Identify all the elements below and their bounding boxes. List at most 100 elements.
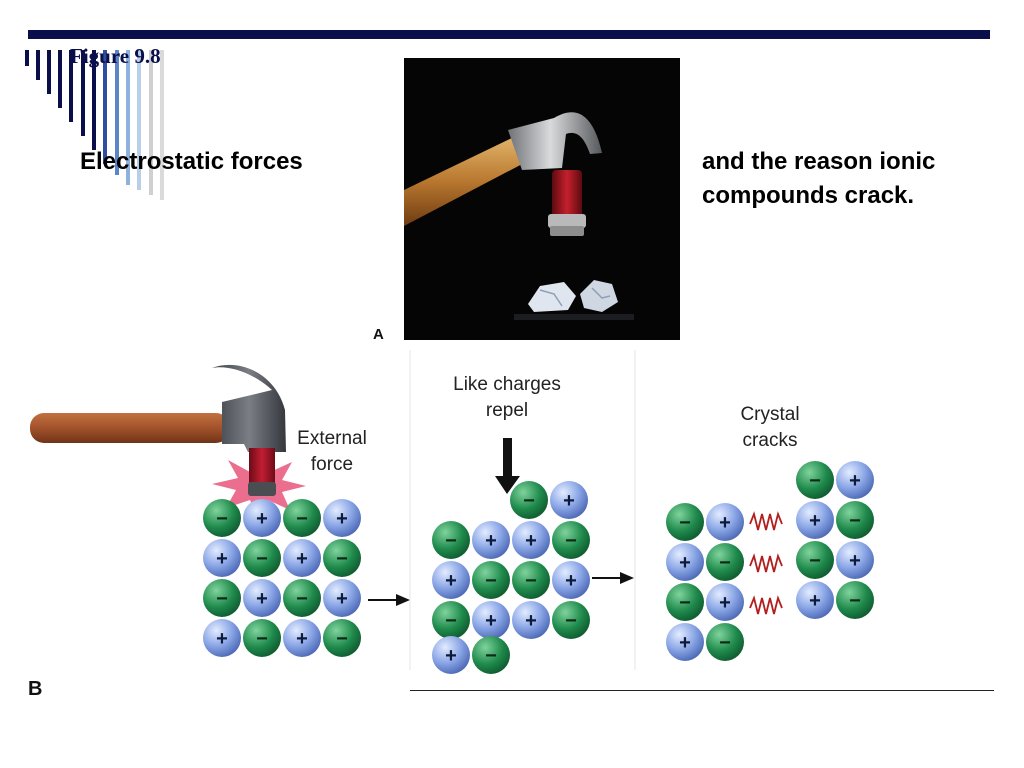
charge-symbol: − <box>565 610 577 632</box>
cation-sphere: + <box>796 501 834 539</box>
charge-symbol: + <box>525 610 537 632</box>
anion-sphere: − <box>796 541 834 579</box>
crystal-cracks-label-2: cracks <box>743 430 798 451</box>
cation-sphere: + <box>796 581 834 619</box>
anion-sphere: − <box>283 579 321 617</box>
cation-sphere: + <box>323 499 361 537</box>
cation-sphere: + <box>283 539 321 577</box>
charge-symbol: − <box>849 510 861 532</box>
charge-symbol: − <box>523 490 535 512</box>
charge-symbol: + <box>445 570 457 592</box>
anion-sphere: − <box>323 619 361 657</box>
charge-symbol: + <box>809 590 821 612</box>
figure-label: Figure 9.8 <box>70 44 161 68</box>
cation-sphere: + <box>550 481 588 519</box>
charge-symbol: − <box>719 552 731 574</box>
charge-symbol: + <box>719 592 731 614</box>
charge-symbol: + <box>849 550 861 572</box>
charge-symbol: + <box>296 548 308 570</box>
cation-sphere: + <box>203 539 241 577</box>
charge-symbol: − <box>809 470 821 492</box>
anion-sphere: − <box>552 601 590 639</box>
cation-sphere: + <box>203 619 241 657</box>
cation-sphere: + <box>472 601 510 639</box>
charge-symbol: + <box>679 552 691 574</box>
crystal-cracks-label-1: Crystal <box>740 404 799 425</box>
charge-symbol: − <box>216 508 228 530</box>
anion-sphere: − <box>472 636 510 674</box>
charge-symbol: + <box>445 645 457 667</box>
charge-symbol: + <box>256 508 268 530</box>
charge-symbol: − <box>485 645 497 667</box>
charge-symbol: + <box>485 530 497 552</box>
stripe-decoration <box>25 50 164 200</box>
charge-symbol: − <box>679 512 691 534</box>
arrow-right-2 <box>592 572 634 584</box>
anion-sphere: − <box>203 579 241 617</box>
charge-symbol: + <box>336 588 348 610</box>
charge-symbol: − <box>809 550 821 572</box>
cation-sphere: + <box>552 561 590 599</box>
charge-symbol: − <box>679 592 691 614</box>
anion-sphere: − <box>432 601 470 639</box>
charge-symbol: + <box>563 490 575 512</box>
ionic-crack-diagram: External force Like charges repel Crysta… <box>30 350 874 674</box>
charge-symbol: + <box>525 530 537 552</box>
arrow-right-1 <box>368 594 410 606</box>
cation-sphere: + <box>243 499 281 537</box>
charge-symbol: + <box>216 548 228 570</box>
charge-symbol: − <box>216 588 228 610</box>
cation-sphere: + <box>666 623 704 661</box>
charge-symbol: − <box>336 628 348 650</box>
charge-symbol: + <box>849 470 861 492</box>
anion-sphere: − <box>836 501 874 539</box>
title-bar-decoration <box>28 30 990 39</box>
anion-sphere: − <box>706 623 744 661</box>
cation-sphere: + <box>666 543 704 581</box>
cation-sphere: + <box>706 583 744 621</box>
cation-sphere: + <box>283 619 321 657</box>
charge-symbol: + <box>296 628 308 650</box>
caption-right: and the reason ionic compounds crack. <box>702 145 935 213</box>
ion-lattices: −+−++−+−−+−++−+−−+−++−+−−+−++−+−−++−−++−… <box>203 461 874 674</box>
anion-sphere: − <box>706 543 744 581</box>
caption-right-line-2: compounds crack. <box>702 182 915 209</box>
charge-symbol: + <box>256 588 268 610</box>
charge-symbol: − <box>525 570 537 592</box>
caption-left: Electrostatic forces <box>80 148 303 175</box>
external-force-label-1: External <box>297 428 367 449</box>
charge-symbol: − <box>296 508 308 530</box>
anion-sphere: − <box>283 499 321 537</box>
panel-b-letter: B <box>28 678 43 700</box>
anion-sphere: − <box>243 539 281 577</box>
cation-sphere: + <box>836 461 874 499</box>
like-charges-label-1: Like charges <box>453 374 561 395</box>
anion-sphere: − <box>472 561 510 599</box>
charge-symbol: − <box>565 530 577 552</box>
cation-sphere: + <box>836 541 874 579</box>
cation-sphere: + <box>512 521 550 559</box>
charge-symbol: − <box>849 590 861 612</box>
charge-symbol: + <box>809 510 821 532</box>
anion-sphere: − <box>796 461 834 499</box>
cation-sphere: + <box>472 521 510 559</box>
crack-lines <box>749 511 783 615</box>
anion-sphere: − <box>552 521 590 559</box>
cation-sphere: + <box>432 561 470 599</box>
charge-symbol: + <box>336 508 348 530</box>
arrow-down-icon <box>495 438 520 494</box>
hammer-icon <box>30 364 286 496</box>
charge-symbol: − <box>719 632 731 654</box>
cation-sphere: + <box>323 579 361 617</box>
anion-sphere: − <box>666 503 704 541</box>
charge-symbol: − <box>445 610 457 632</box>
charge-symbol: + <box>216 628 228 650</box>
charge-symbol: − <box>256 628 268 650</box>
anion-sphere: − <box>666 583 704 621</box>
charge-symbol: + <box>565 570 577 592</box>
charge-symbol: − <box>296 588 308 610</box>
anion-sphere: − <box>512 561 550 599</box>
panel-a-letter: A <box>373 326 384 343</box>
cation-sphere: + <box>432 636 470 674</box>
charge-symbol: − <box>445 530 457 552</box>
